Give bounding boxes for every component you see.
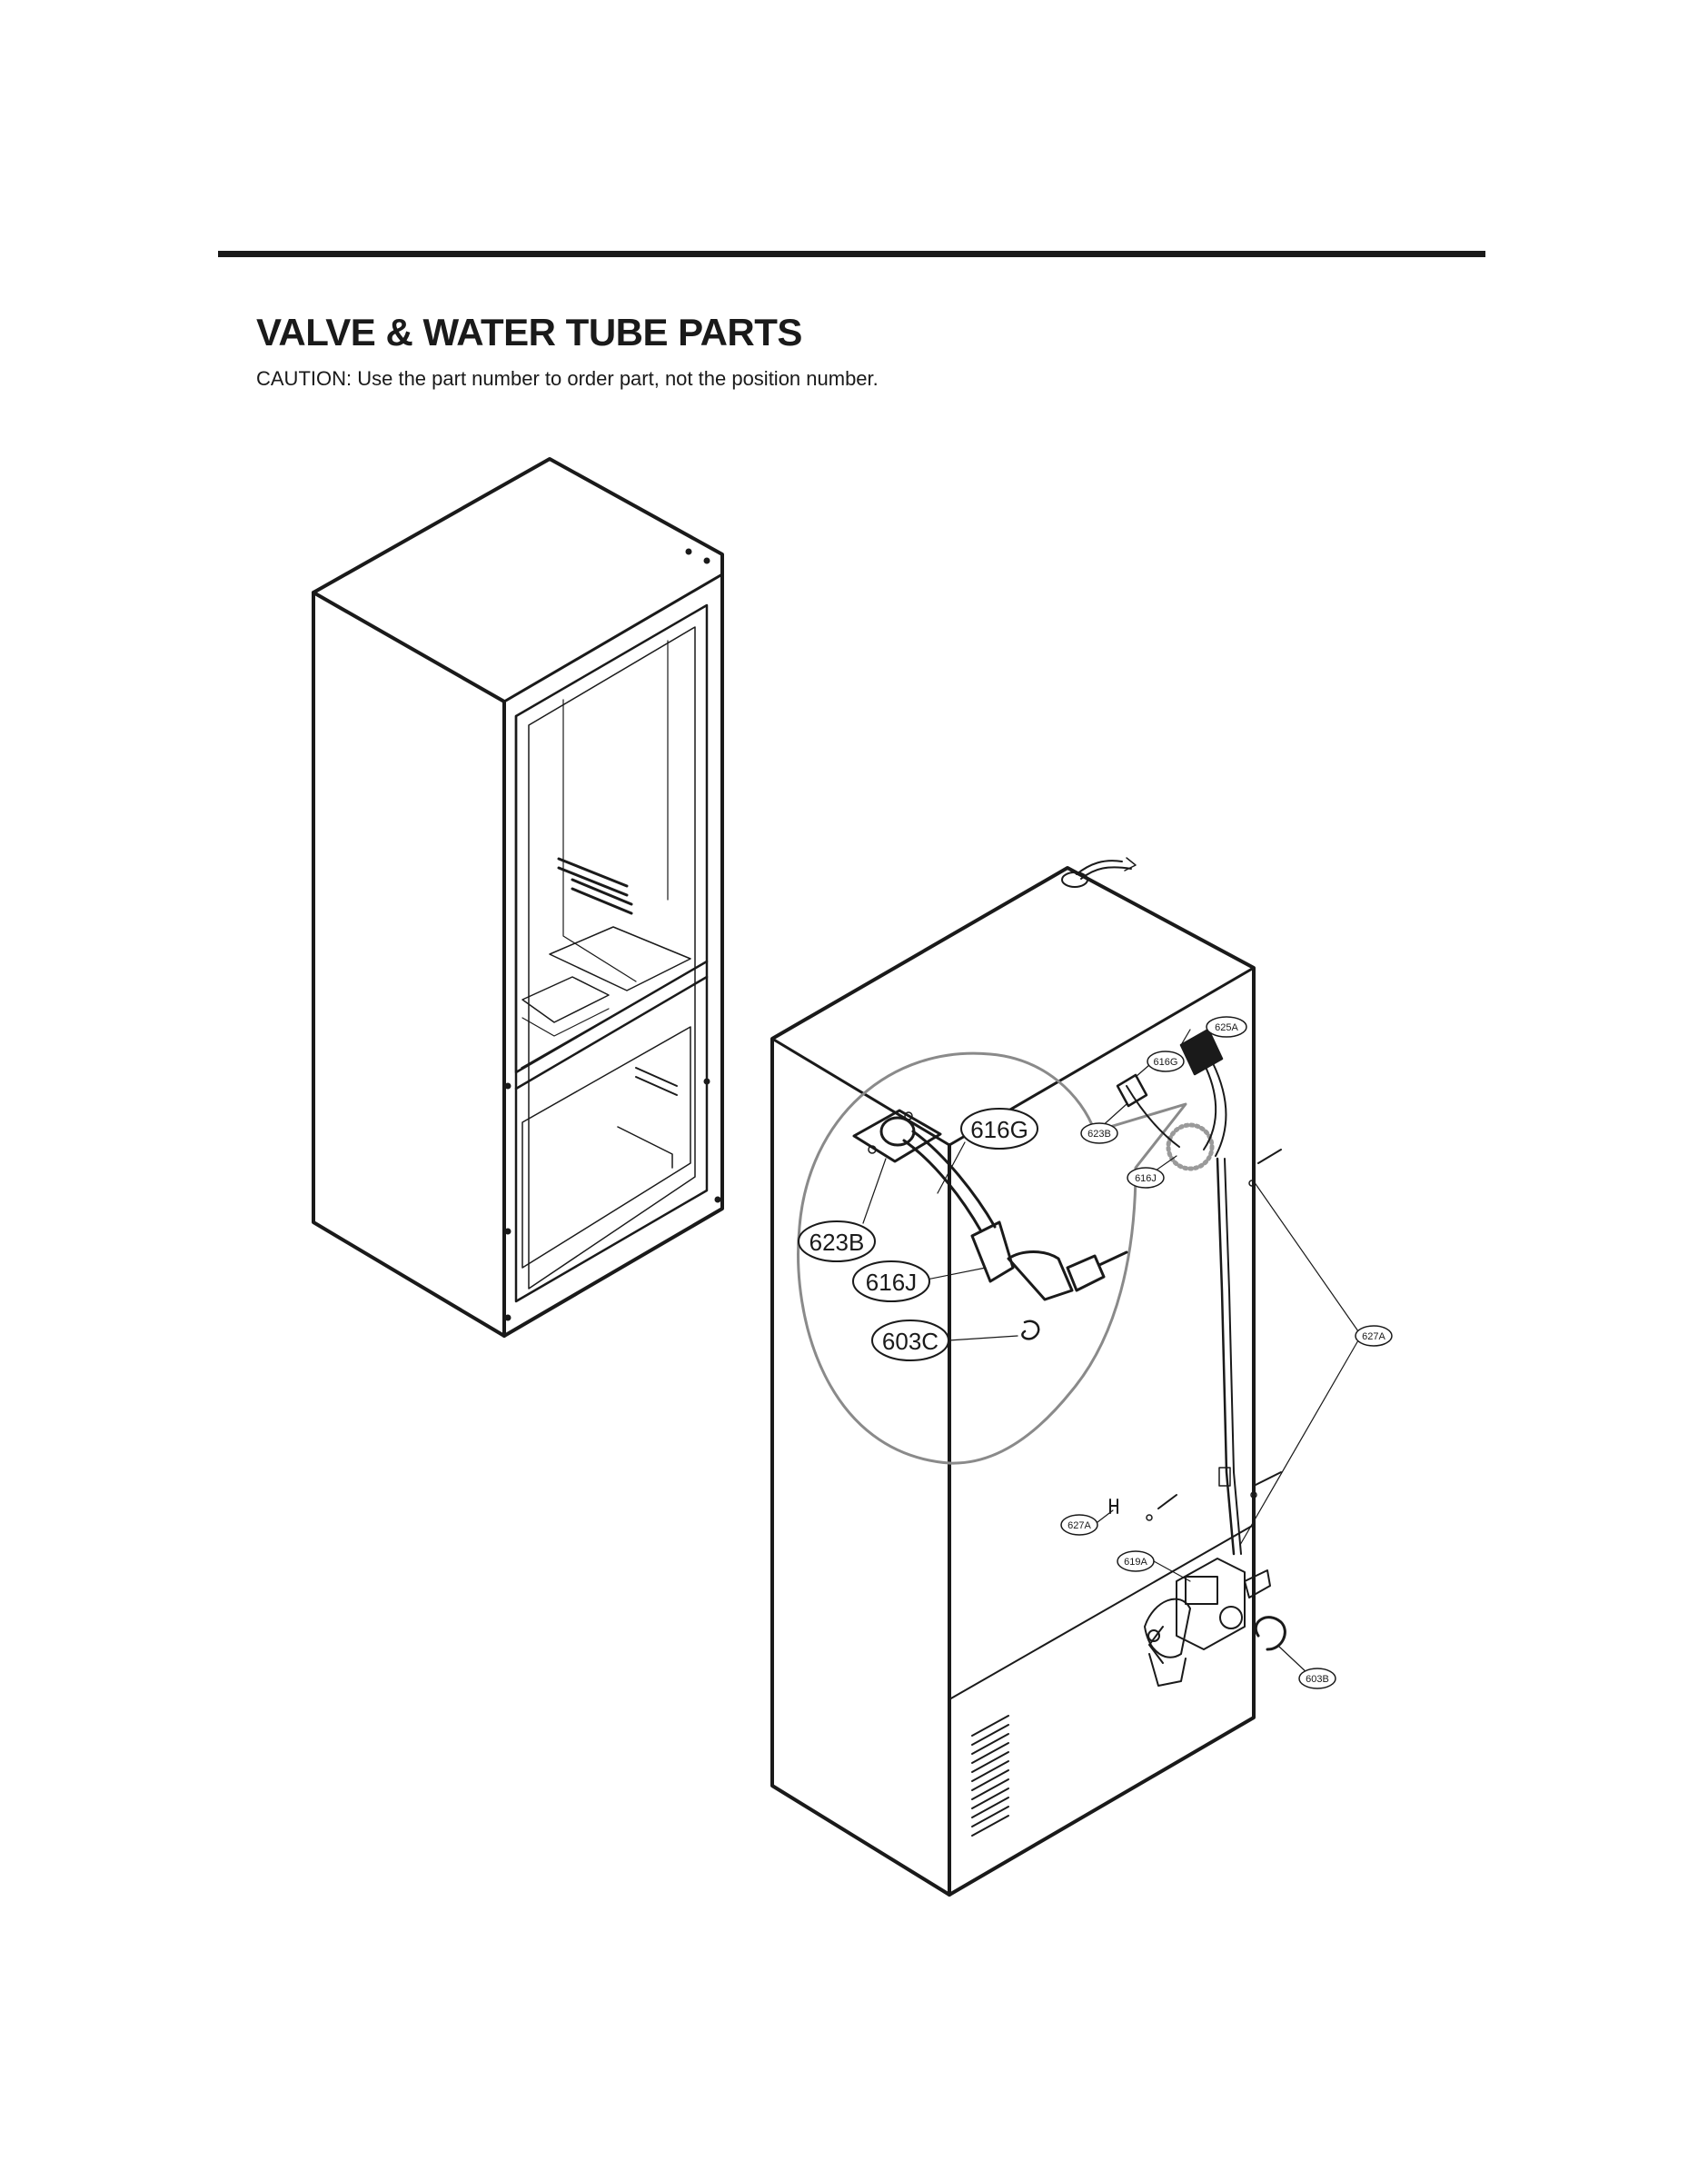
callout-616J: 616J bbox=[1127, 1167, 1165, 1189]
cabinet-rear-view bbox=[770, 857, 1256, 1897]
cabinet-front-view bbox=[312, 457, 724, 1338]
callout-616G-detail: 616G bbox=[960, 1108, 1038, 1150]
svg-text:623B: 623B bbox=[1087, 1129, 1111, 1140]
callout-623B-detail: 623B bbox=[798, 1220, 876, 1262]
svg-text:623B: 623B bbox=[809, 1229, 865, 1256]
callout-619A: 619A bbox=[1117, 1550, 1155, 1572]
callout-625A: 625A bbox=[1206, 1016, 1247, 1038]
detail-magnifier bbox=[797, 1051, 1215, 1465]
caution-note: CAUTION: Use the part number to order pa… bbox=[256, 367, 879, 390]
svg-text:616J: 616J bbox=[866, 1269, 917, 1296]
callout-627A-right: 627A bbox=[1355, 1325, 1393, 1347]
svg-text:616G: 616G bbox=[970, 1116, 1028, 1143]
svg-text:616G: 616G bbox=[1154, 1057, 1178, 1068]
callout-603C-detail: 603C bbox=[871, 1320, 949, 1361]
page-title: VALVE & WATER TUBE PARTS bbox=[256, 311, 802, 354]
svg-text:627A: 627A bbox=[1362, 1331, 1385, 1342]
callout-616G: 616G bbox=[1147, 1051, 1185, 1072]
callout-616J-detail: 616J bbox=[852, 1260, 930, 1302]
svg-text:625A: 625A bbox=[1215, 1022, 1238, 1033]
leader-lines bbox=[862, 1029, 1359, 1675]
detail-callouts: 616G 623B 616J 603C bbox=[798, 1108, 1038, 1361]
callout-623B: 623B bbox=[1080, 1122, 1118, 1144]
svg-text:603C: 603C bbox=[882, 1328, 938, 1355]
svg-text:627A: 627A bbox=[1068, 1520, 1091, 1531]
main-callouts: 625A 616G 623B 616J 627A 627A 619A 603B bbox=[1060, 1016, 1393, 1689]
callout-627A-left: 627A bbox=[1060, 1514, 1098, 1536]
svg-text:619A: 619A bbox=[1124, 1557, 1147, 1568]
water-tube-assembly bbox=[1109, 1028, 1286, 1687]
callout-603B: 603B bbox=[1298, 1668, 1336, 1689]
svg-text:616J: 616J bbox=[1135, 1173, 1157, 1184]
top-rule bbox=[218, 251, 1485, 257]
svg-text:603B: 603B bbox=[1306, 1674, 1329, 1685]
